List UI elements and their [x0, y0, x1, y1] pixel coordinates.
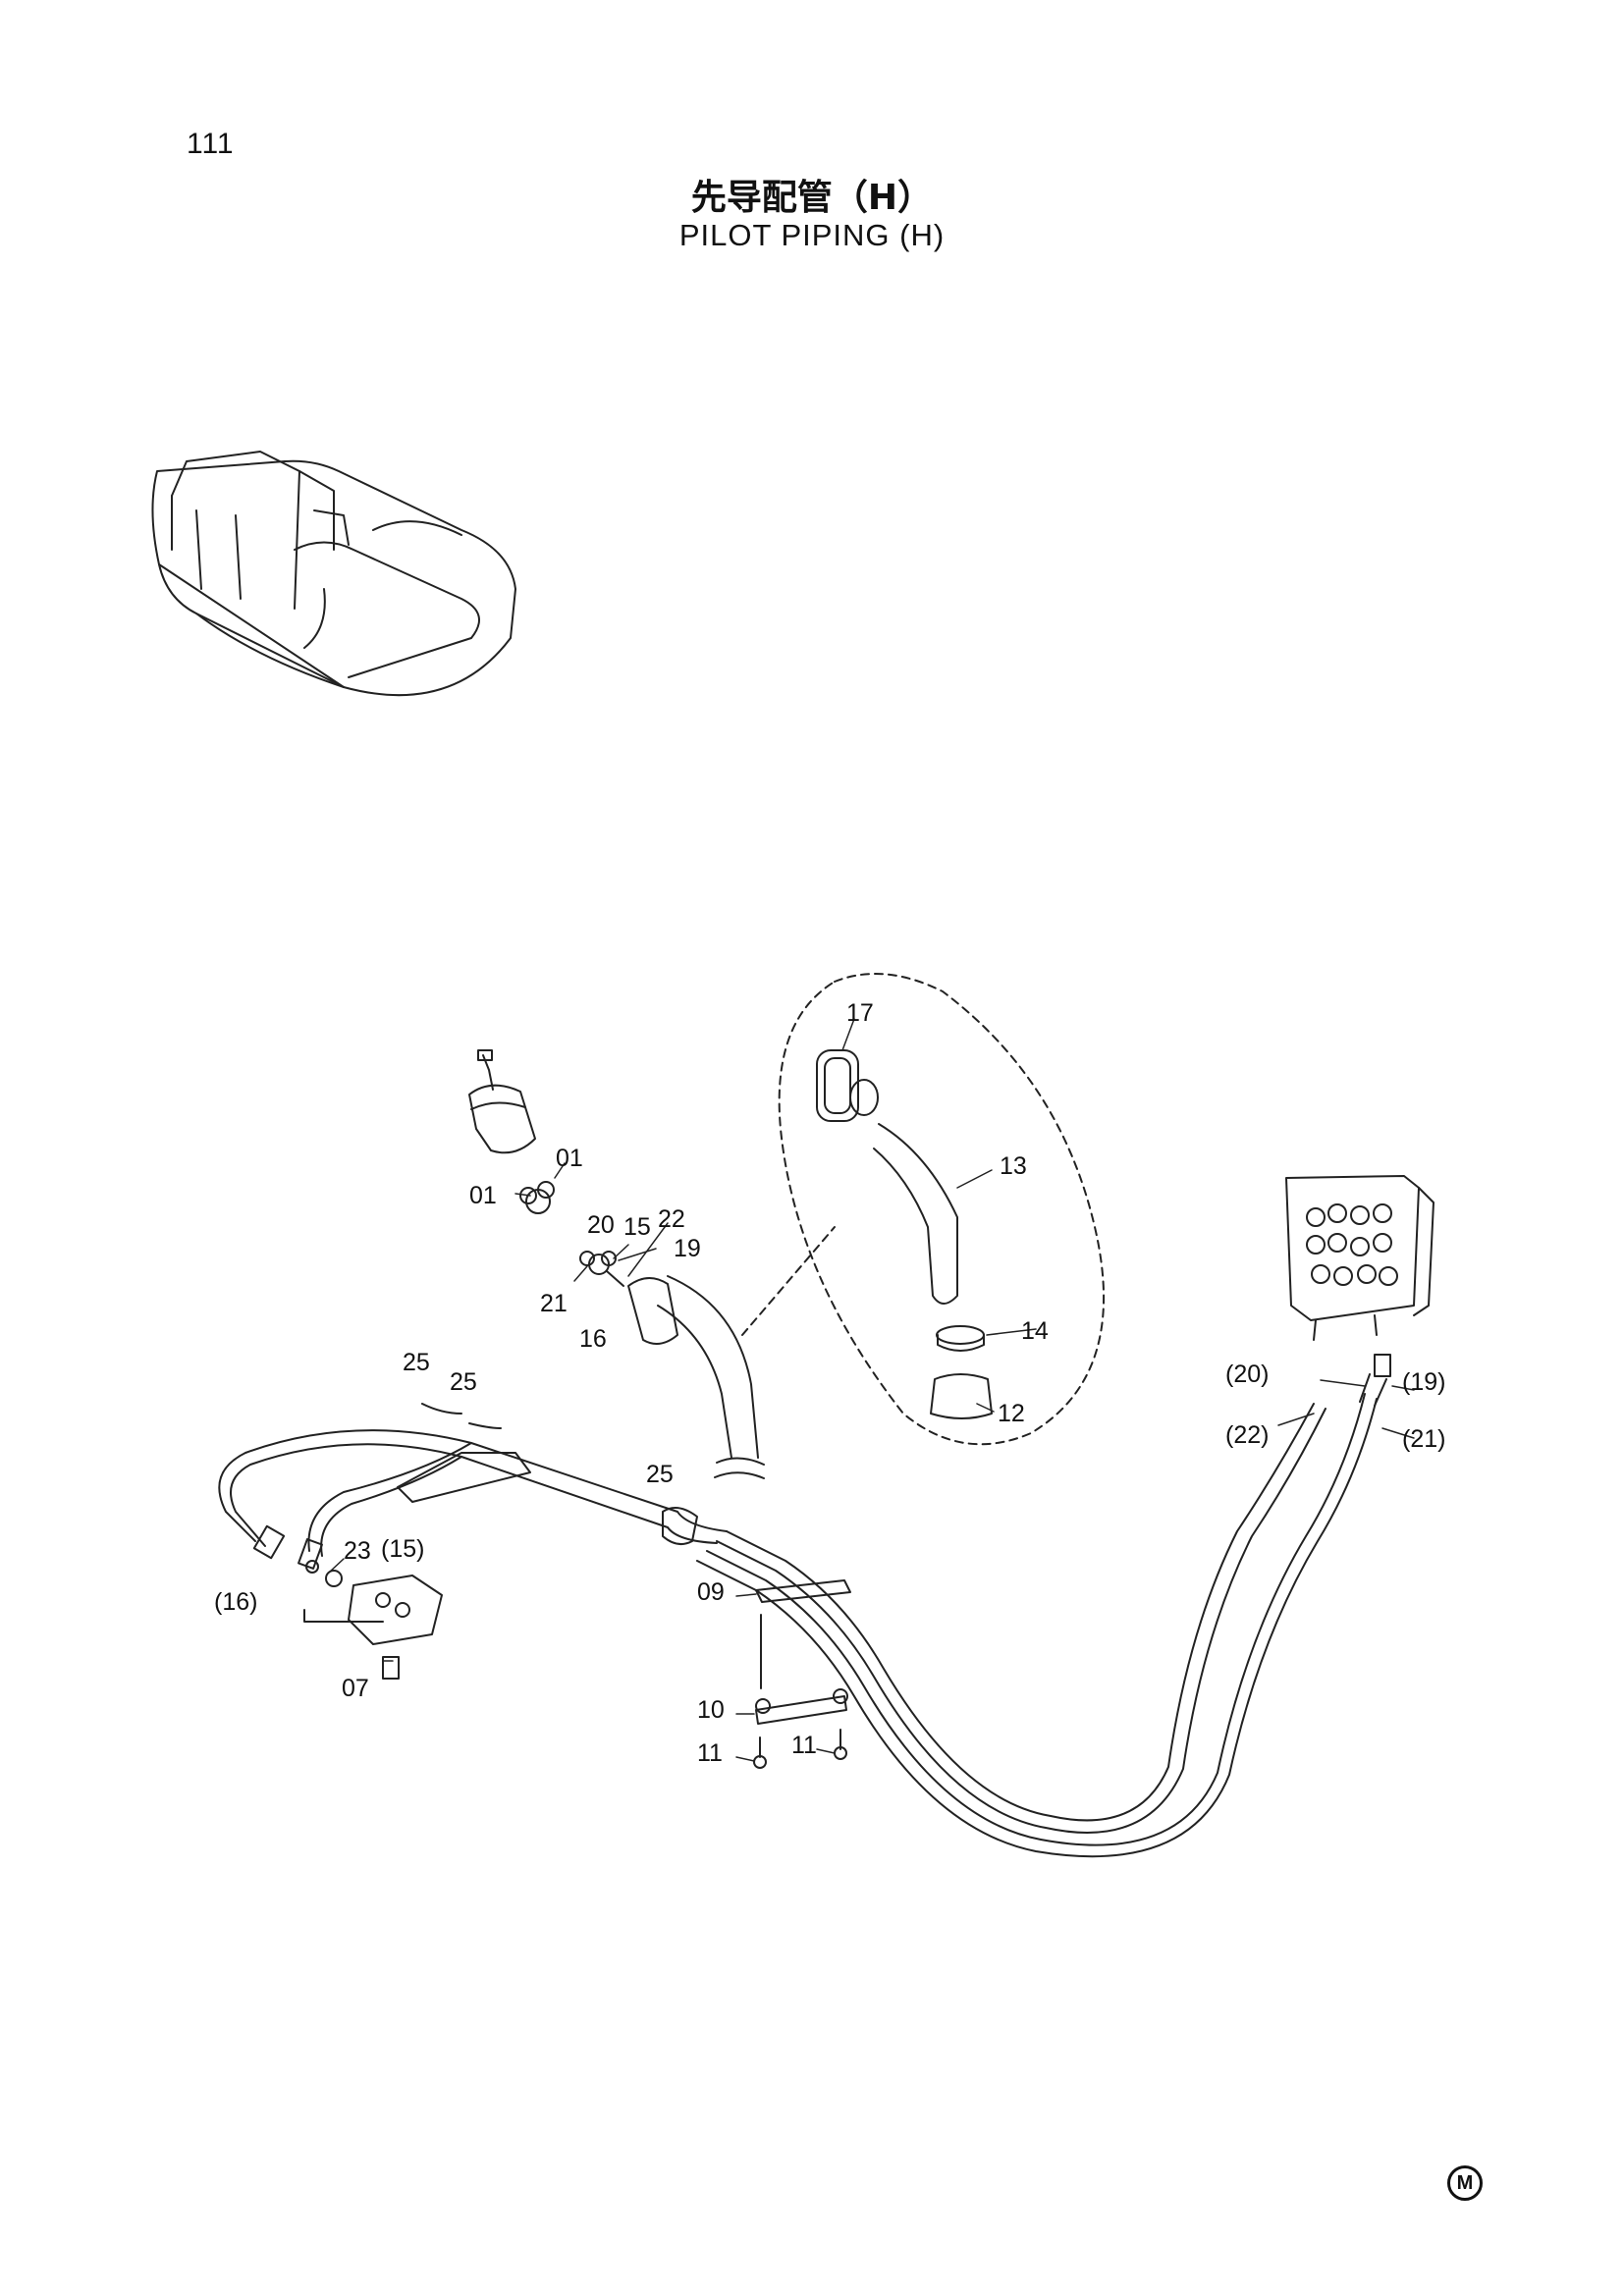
- callout-16: 16: [579, 1325, 607, 1353]
- clamp-bracket-illustration: [753, 1579, 851, 1769]
- detail-parts: [816, 1049, 993, 1419]
- callout-20-ref: (20): [1225, 1361, 1269, 1388]
- detail-callout-oval: [741, 973, 1106, 1446]
- page-number: 111: [187, 128, 235, 160]
- machine-locator-illustration: [151, 451, 516, 697]
- manufacturer-mark: M: [1447, 2165, 1483, 2201]
- callout-16-ref: (16): [214, 1588, 257, 1616]
- callout-07: 07: [342, 1675, 369, 1702]
- pilot-hose-bundle: [696, 1373, 1387, 1858]
- callout-01-upper: 01: [556, 1145, 583, 1172]
- leader-lines: [328, 1018, 1415, 1762]
- callout-15-ref: (15): [381, 1535, 424, 1563]
- callout-12: 12: [998, 1400, 1025, 1427]
- page-title-chinese: 先导配管（H）: [690, 178, 934, 218]
- callout-14: 14: [1021, 1317, 1049, 1345]
- callout-21-ref: (21): [1402, 1425, 1445, 1453]
- callout-22: 22: [658, 1205, 685, 1233]
- callout-10: 10: [697, 1696, 725, 1724]
- callout-13: 13: [1000, 1152, 1027, 1180]
- callout-11-right: 11: [791, 1732, 817, 1759]
- callout-25-middle: 25: [450, 1368, 477, 1396]
- page-title-english: PILOT PIPING (H): [678, 218, 946, 252]
- control-valve-illustration: [1285, 1175, 1435, 1377]
- pilot-valve-illustration: [468, 1049, 624, 1287]
- left-hose-run: [218, 1403, 728, 1587]
- callout-19-ref: (19): [1402, 1368, 1445, 1396]
- callout-20: 20: [587, 1211, 615, 1239]
- hose-cover-tube: [627, 1275, 765, 1479]
- callout-21: 21: [540, 1290, 568, 1317]
- callout-11-left: 11: [697, 1739, 723, 1767]
- callout-25-right: 25: [646, 1461, 674, 1488]
- callout-23: 23: [344, 1537, 371, 1565]
- callout-15: 15: [623, 1213, 651, 1241]
- callout-01-left: 01: [469, 1182, 497, 1209]
- callout-22-ref: (22): [1225, 1421, 1269, 1449]
- callout-09: 09: [697, 1578, 725, 1606]
- callout-25-left: 25: [403, 1349, 430, 1376]
- callout-19: 19: [674, 1235, 701, 1262]
- callout-17: 17: [846, 999, 874, 1027]
- shuttle-valve-illustration: [303, 1575, 443, 1680]
- callout-labels: 01 01 20 15 22 19 21 16 17 13 14 12 25 2…: [214, 999, 1445, 1767]
